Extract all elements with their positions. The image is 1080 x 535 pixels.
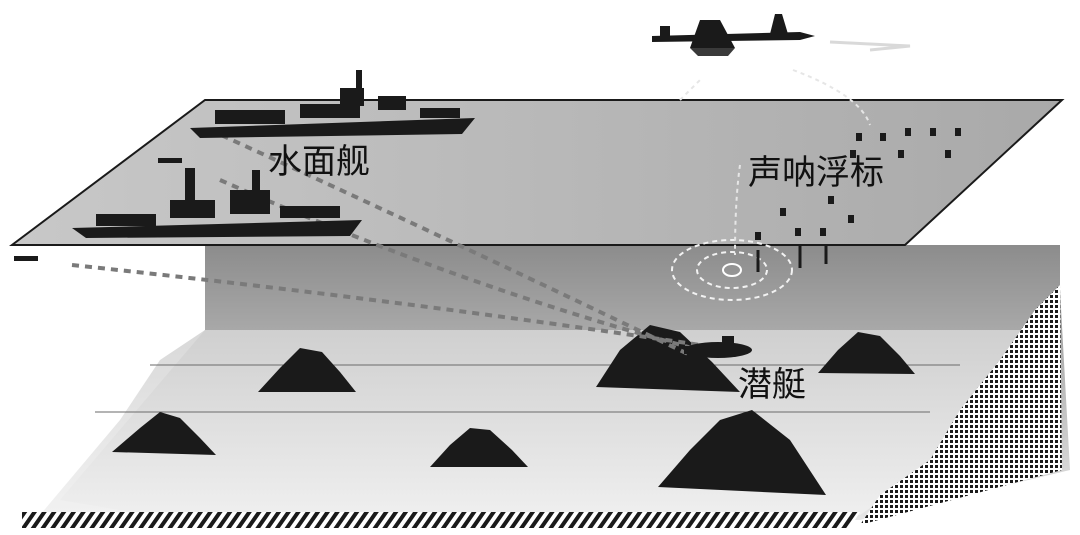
wake-mark [158,158,182,163]
sonobuoy-icon [880,133,886,141]
sonobuoy-icon [945,150,951,158]
seamount [596,325,740,392]
detection-rings [671,239,793,301]
sonobuoy-icon [820,228,826,236]
sea-surface-plane [9,99,1065,246]
right-cliff-wall [860,285,1062,525]
sonar-path-ship-to-sub [209,128,691,357]
seamount [258,348,356,392]
sonobuoy-label: 声呐浮标 [748,153,884,193]
sonar-path-ship-to-sub [219,178,701,352]
seamount [112,412,216,455]
seamounts [112,325,915,495]
patrol-aircraft-icon [652,14,815,56]
wake-mark [14,256,38,261]
warship-icon [72,168,362,238]
sonobuoy-icon [856,133,862,141]
submarine-icon [684,336,752,358]
sonar-paths [71,128,701,357]
submarine-label: 潜艇 [738,365,806,405]
sonobuoy-icon [905,128,911,136]
sonar-path-ship-to-sub [71,263,701,347]
sonobuoy-icon [930,128,936,136]
warship-icon [190,70,475,138]
sonobuoy-icon [955,128,961,136]
sonobuoy-icon [848,215,854,223]
detection-ring [696,251,768,289]
detection-ring [671,239,793,301]
sonobuoys [755,128,961,240]
sonobuoy-icon [828,196,834,204]
seamount [430,428,528,467]
sonobuoy-icon [795,228,801,236]
surface-ship-label: 水面舰 [268,142,370,182]
sonobuoy-drop-paths [679,69,871,256]
sonobuoy-icon [780,208,786,216]
seabed-edge-hatch [22,512,860,528]
sonobuoy-icon [755,232,761,240]
sonobuoy-icon [850,150,856,158]
detection-ring [722,263,742,277]
sonobuoy-icon [898,150,904,158]
seamount [658,410,826,495]
sonobuoy-hydrophone-lines [756,244,828,272]
seamount [818,332,915,374]
aircraft-contrail [829,40,911,52]
